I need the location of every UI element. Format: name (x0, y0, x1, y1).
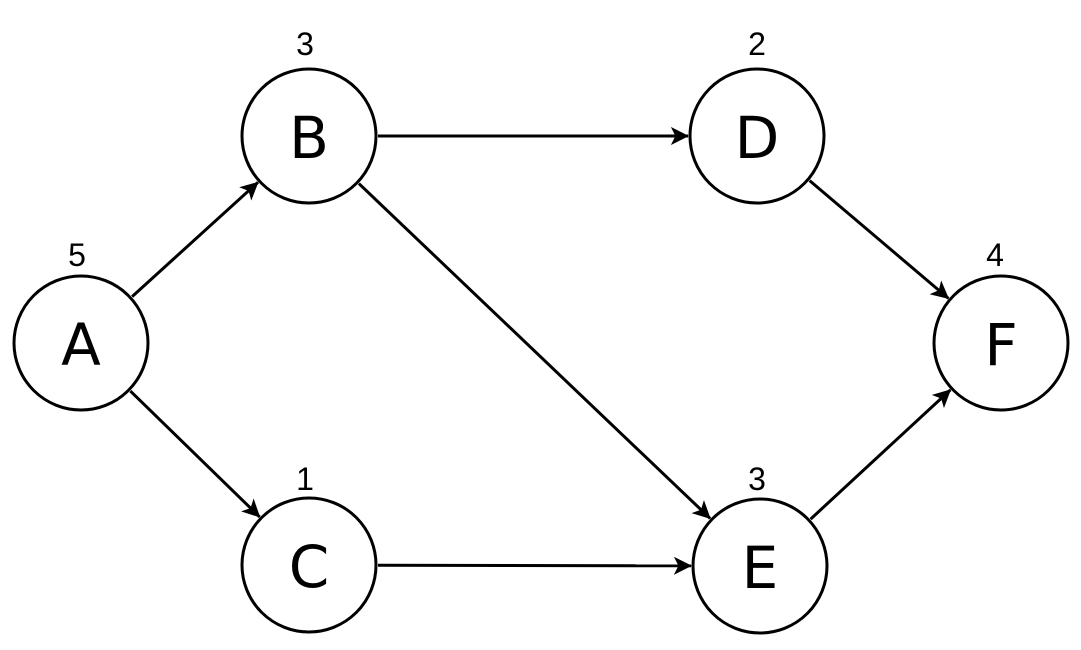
node-f-label: F (984, 311, 1017, 379)
edge-a-b (131, 181, 259, 298)
node-c-label: C (289, 533, 330, 601)
node-d-circle (688, 67, 826, 205)
node-b: B 3 (240, 26, 378, 205)
node-f: F 4 (932, 237, 1070, 412)
node-c-circle (240, 496, 378, 634)
node-e-label: E (742, 534, 779, 602)
node-a-circle (12, 274, 150, 412)
edge-c-e (377, 556, 692, 575)
edges-group (129, 127, 952, 575)
node-c-weight: 1 (296, 461, 314, 497)
node-c: C 1 (240, 461, 378, 634)
node-d-weight: 2 (748, 26, 766, 62)
edge-b-e (357, 182, 712, 520)
node-b-label: B (289, 104, 329, 172)
node-b-weight: 3 (296, 26, 314, 62)
node-a: A 5 (12, 237, 150, 412)
node-f-weight: 4 (986, 237, 1004, 273)
node-d: D 2 (688, 26, 826, 205)
node-e-weight: 3 (748, 461, 766, 497)
edge-d-f (808, 179, 950, 300)
edge-a-c (129, 390, 261, 518)
node-a-weight: 5 (68, 237, 86, 273)
edge-e-f (809, 388, 952, 521)
node-d-label: D (735, 104, 780, 172)
node-a-label: A (61, 311, 101, 379)
node-b-circle (240, 67, 378, 205)
node-e: E 3 (691, 461, 829, 635)
node-e-circle (691, 497, 829, 635)
node-f-circle (932, 274, 1070, 412)
